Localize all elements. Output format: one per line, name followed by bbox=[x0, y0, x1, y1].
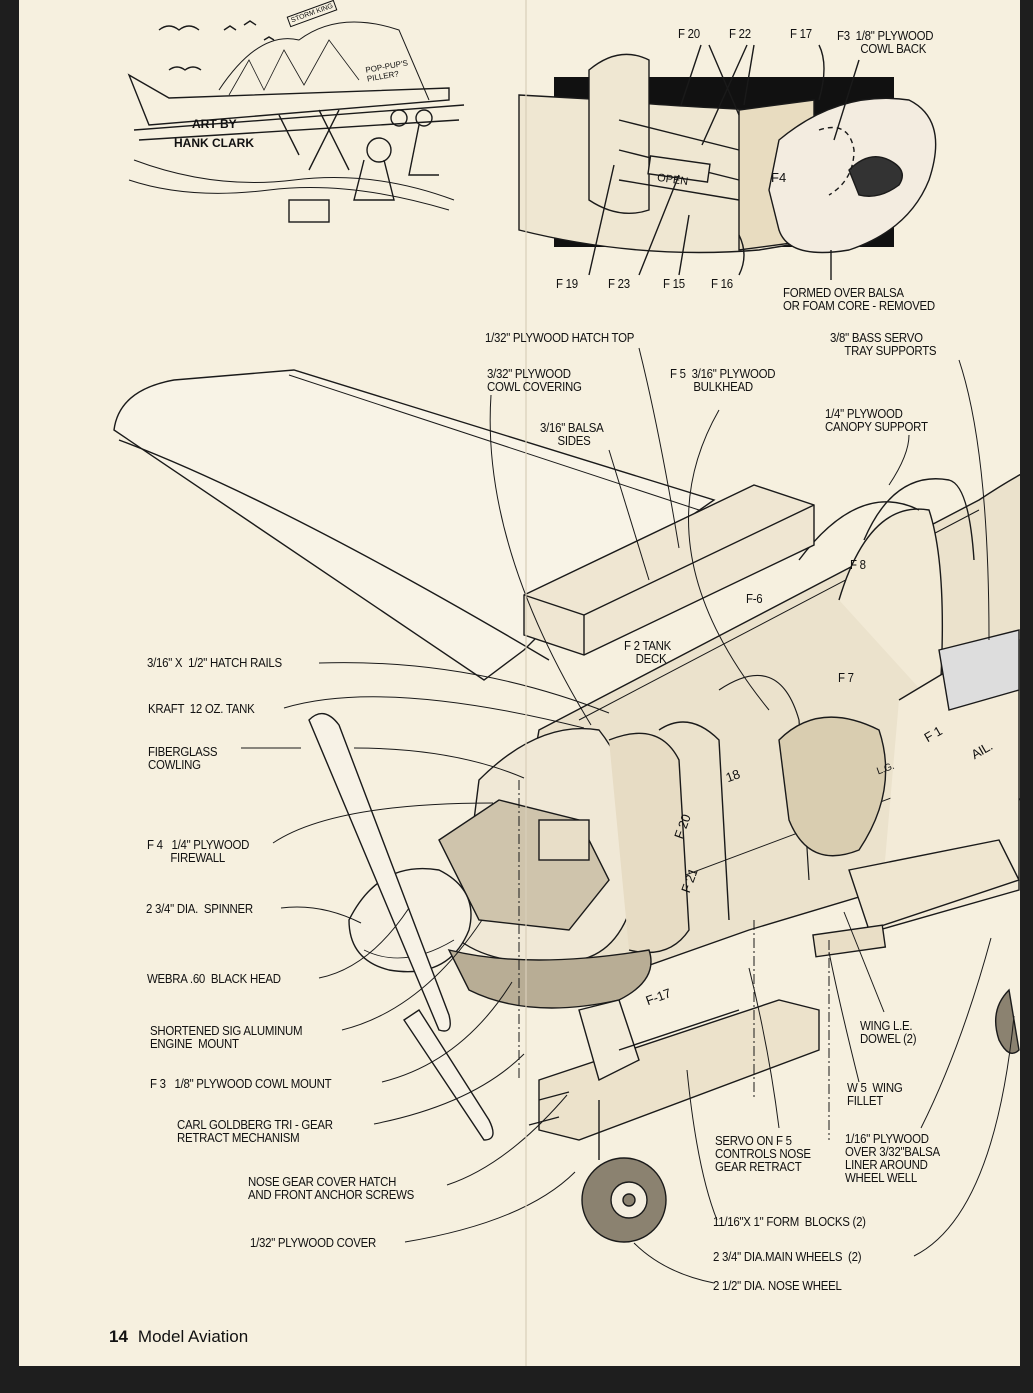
callout-f20: F 20 bbox=[678, 26, 700, 41]
callout-cowl-mount: F 3 1/8" PLYWOOD COWL MOUNT bbox=[150, 1076, 332, 1091]
callout-nose-wheel: 2 1/2" DIA. NOSE WHEEL bbox=[713, 1278, 842, 1293]
callout-formed-core: FORMED OVER BALSA OR FOAM CORE - REMOVED bbox=[783, 285, 935, 313]
part-mark-f4: F4 bbox=[771, 170, 787, 185]
callout-plywood-cover: 1/32" PLYWOOD COVER bbox=[250, 1235, 376, 1250]
callout-hatch-top: 1/32" PLYWOOD HATCH TOP bbox=[485, 330, 635, 345]
publication-name: Model Aviation bbox=[137, 1327, 249, 1346]
magazine-page: ART BY HANK CLARK STORM KING POP-PUP'S P… bbox=[19, 0, 1020, 1366]
callout-f22: F 22 bbox=[729, 26, 751, 41]
callout-wing-dowel: WING L.E. DOWEL (2) bbox=[860, 1018, 917, 1046]
leader-lines bbox=[241, 347, 1015, 1284]
callout-cowl-covering: 3/32" PLYWOOD COWL COVERING bbox=[487, 366, 582, 394]
page-number: 14 bbox=[109, 1327, 128, 1346]
callout-f16: F 16 bbox=[711, 276, 733, 291]
part-mark-f7: F 7 bbox=[838, 670, 854, 685]
part-mark-f8: F 8 bbox=[850, 557, 866, 572]
callout-hatch-rails: 3/16" X 1/2" HATCH RAILS bbox=[147, 655, 282, 670]
callout-form-blocks: 11/16"X 1" FORM BLOCKS (2) bbox=[713, 1214, 866, 1229]
callout-engine-mount: SHORTENED SIG ALUMINUM ENGINE MOUNT bbox=[150, 1023, 303, 1051]
callout-retract: CARL GOLDBERG TRI - GEAR RETRACT MECHANI… bbox=[177, 1117, 333, 1145]
callout-nose-hatch: NOSE GEAR COVER HATCH AND FRONT ANCHOR S… bbox=[248, 1174, 414, 1202]
callout-balsa-sides: 3/16" BALSA SIDES bbox=[540, 420, 604, 448]
fuselage bbox=[308, 473, 1020, 1141]
callout-f15: F 15 bbox=[663, 276, 685, 291]
callout-f23: F 23 bbox=[608, 276, 630, 291]
part-mark-f2-tank-deck: F 2 TANK DECK bbox=[624, 638, 672, 666]
callout-cowling: FIBERGLASS COWLING bbox=[148, 744, 218, 772]
part-mark-f6: F-6 bbox=[746, 591, 763, 606]
callout-firewall: F 4 1/4" PLYWOOD FIREWALL bbox=[147, 837, 250, 865]
callout-spinner: 2 3/4" DIA. SPINNER bbox=[146, 901, 253, 916]
art-credit-line2: HANK CLARK bbox=[174, 136, 254, 150]
nose-gear bbox=[528, 999, 820, 1243]
callout-canopy-support: 1/4" PLYWOOD CANOPY SUPPORT bbox=[825, 406, 928, 434]
scan-border-bottom bbox=[0, 1366, 1033, 1393]
scan-border-right bbox=[1020, 0, 1033, 1393]
cartoon-illustration bbox=[127, 20, 465, 223]
callout-engine: WEBRA .60 BLACK HEAD bbox=[147, 971, 281, 986]
callout-servo-f5: SERVO ON F 5 CONTROLS NOSE GEAR RETRACT bbox=[715, 1133, 811, 1174]
callout-f5-bulkhead: F 5 3/16" PLYWOOD BULKHEAD bbox=[670, 366, 776, 394]
callout-f17: F 17 bbox=[790, 26, 812, 41]
callout-wing-fillet: W 5 WING FILLET bbox=[847, 1080, 903, 1108]
callout-f19: F 19 bbox=[556, 276, 578, 291]
callout-servo-tray: 3/8" BASS SERVO TRAY SUPPORTS bbox=[830, 330, 937, 358]
inset-nose-illustration bbox=[518, 44, 937, 280]
art-credit-line1: ART BY bbox=[192, 117, 237, 131]
page-footer: 14 Model Aviation bbox=[109, 1327, 248, 1347]
aircraft-diagram-artwork bbox=[113, 0, 1020, 1366]
callout-tank: KRAFT 12 OZ. TANK bbox=[148, 701, 255, 716]
callout-wheel-well: 1/16" PLYWOOD OVER 3/32"BALSA LINER AROU… bbox=[845, 1131, 940, 1185]
callout-f3-cowl-back: F3 1/8" PLYWOOD COWL BACK bbox=[837, 28, 934, 56]
callout-main-wheels: 2 3/4" DIA.MAIN WHEELS (2) bbox=[713, 1249, 862, 1264]
